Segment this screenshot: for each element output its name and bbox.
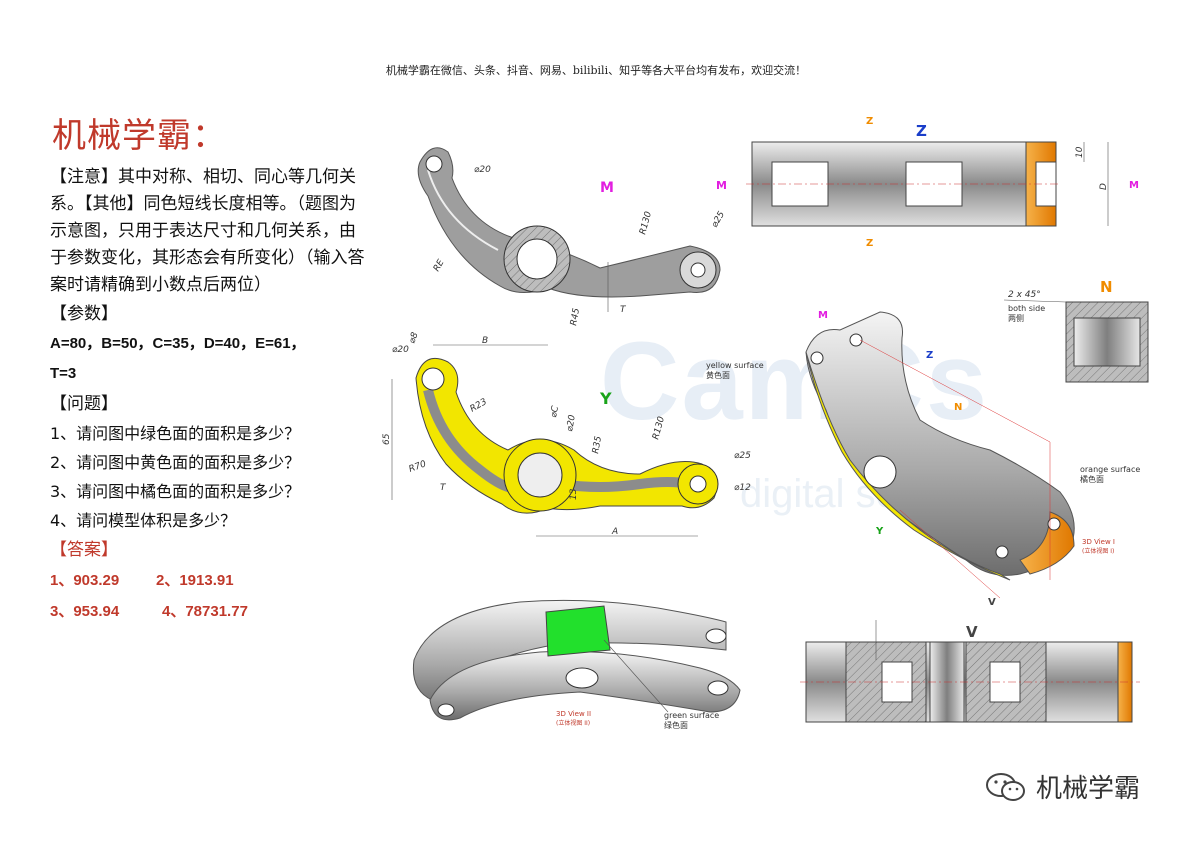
section-mark-m: M xyxy=(716,179,727,192)
page-title: 机械学霸： xyxy=(52,116,227,156)
dim-a: A xyxy=(611,527,618,537)
view-n: N 2 x 45° both side 两侧 xyxy=(1003,278,1149,383)
answers-row-2: 3、953.94 4、78731.77 xyxy=(50,596,372,627)
green-surface-cn: 绿色面 xyxy=(664,720,688,730)
view-v-label: V xyxy=(966,623,978,641)
chamfer-label: 2 x 45° xyxy=(1008,290,1041,300)
both-side-en: both side xyxy=(1008,304,1045,313)
answer-4: 4、78731.77 xyxy=(162,603,248,620)
header-banner: 机械学霸在微信、头条、抖音、网易、bilibili、知乎等各大平台均有发布，欢迎… xyxy=(385,64,807,77)
brand-name: 机械学霸 xyxy=(1036,774,1141,804)
dim-d8: ⌀8 xyxy=(407,331,420,345)
question-1: 1、请问图中绿色面的面积是多少？ xyxy=(50,424,301,443)
orange-surface-cn: 橘色面 xyxy=(1080,474,1104,484)
problem-panel: 【注意】其中对称、相切、同心等几何关系。【其他】同色短线长度相等。（题图为示意图… xyxy=(50,164,372,627)
answer-3: 3、953.94 xyxy=(50,603,120,620)
view-m: M M ⌀20 R130 ⌀25 R45 RE T xyxy=(417,147,727,327)
mark-m-3d: M xyxy=(818,310,828,321)
yellow-surface-cn: 黄色面 xyxy=(706,370,730,380)
dim-r35: R35 xyxy=(591,435,604,454)
params-heading: 【参数】 xyxy=(50,304,118,324)
yellow-surface-en: yellow surface xyxy=(706,361,764,370)
orange-surface-en: orange surface xyxy=(1080,465,1140,474)
brand-footer: 机械学霸 xyxy=(984,768,1140,805)
mark-n-3d: N xyxy=(954,402,962,413)
question-3: 3、请问图中橘色面的面积是多少？ xyxy=(50,482,301,501)
view-3d-1-sub: (立体视图 I) xyxy=(1082,547,1114,555)
mark-v-3d: V xyxy=(988,597,996,608)
params-line-1: A=80，B=50，C=35，D=40，E=61， xyxy=(50,335,306,352)
dim-dc: ⌀C xyxy=(549,405,561,419)
params-line-2: T=3 xyxy=(50,365,77,382)
view-3d-1: M Z N Y V yellow surface 黄色面 orange surf… xyxy=(706,310,1140,608)
green-surface-en: green surface xyxy=(664,711,719,720)
dim-13: 13 xyxy=(569,488,579,500)
dim-65: 65 xyxy=(382,433,392,445)
question-2: 2、请问图中黄色面的面积是多少？ xyxy=(50,453,301,472)
view-n-label: N xyxy=(1100,278,1113,296)
note-text: 【注意】其中对称、相切、同心等几何关系。【其他】同色短线长度相等。（题图为示意图… xyxy=(50,167,365,295)
question-4: 4、请问模型体积是多少？ xyxy=(50,511,237,530)
answers-heading: 【答案】 xyxy=(50,540,118,560)
answer-2: 2、1913.91 xyxy=(156,572,234,589)
dim-r23: R23 xyxy=(469,397,490,415)
questions-heading: 【问题】 xyxy=(50,394,118,414)
view-3d-1-title: 3D View I xyxy=(1082,538,1115,546)
dim-d20-y: ⌀20 xyxy=(392,345,409,355)
answers-row-1: 1、903.29 2、1913.91 xyxy=(50,565,372,596)
section-mark-z-bottom: Z xyxy=(866,238,873,249)
mark-z-3d: Z xyxy=(926,350,933,361)
section-mark-m-right: M xyxy=(1129,180,1139,191)
dim-d25-y: ⌀25 xyxy=(734,451,751,461)
view-v: V xyxy=(800,620,1140,723)
mark-y-3d: Y xyxy=(875,526,884,537)
dim-d20-hole: ⌀20 xyxy=(565,414,578,433)
dim-r45: R45 xyxy=(569,307,582,326)
view-3d-2: 3D View II (立体视图 II) green surface 绿色面 xyxy=(412,599,741,730)
dim-d25-top: ⌀25 xyxy=(710,210,727,230)
both-side-cn: 两侧 xyxy=(1008,313,1024,323)
view-y: Y B A 65 ⌀20 ⌀8 R23 R70 R35 ⌀C ⌀20 R130 … xyxy=(382,331,751,537)
wechat-icon xyxy=(986,772,1025,801)
dim-t-top: T xyxy=(620,305,627,315)
view-3d-2-title: 3D View II xyxy=(556,710,591,718)
dim-b: B xyxy=(482,336,488,346)
dim-t-y: T xyxy=(440,483,447,493)
view-y-label: Y xyxy=(599,389,612,408)
dim-r130-top: R130 xyxy=(638,210,654,235)
dim-d: D xyxy=(1099,183,1109,190)
dim-10: 10 xyxy=(1075,146,1085,158)
view-z: Z Z Z M 10 D xyxy=(746,116,1139,249)
dim-d12: ⌀12 xyxy=(734,483,751,493)
view-z-label: Z xyxy=(916,122,927,140)
view-m-label: M xyxy=(600,180,614,196)
dim-re: RE xyxy=(432,258,447,274)
view-3d-2-sub: (立体视图 II) xyxy=(556,719,590,727)
answer-1: 1、903.29 xyxy=(50,572,120,589)
dim-r70: R70 xyxy=(408,459,428,475)
dim-r130-y: R130 xyxy=(651,415,667,440)
dim-d20-top: ⌀20 xyxy=(474,165,491,175)
section-mark-z-top: Z xyxy=(866,116,873,127)
